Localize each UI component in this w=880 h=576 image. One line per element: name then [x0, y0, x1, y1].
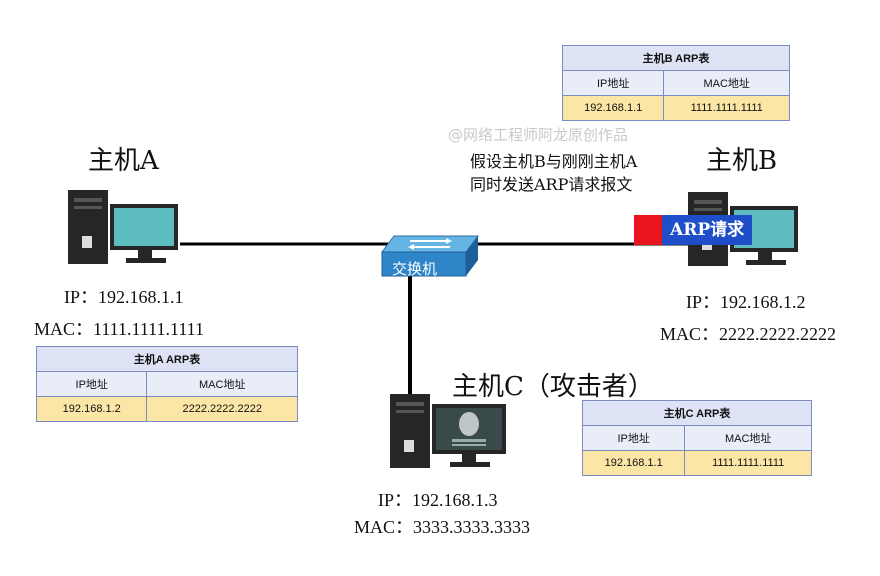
arp-table-title: 主机B ARP表 — [562, 45, 790, 71]
scenario-note-line2: 同时发送ARP请求报文 — [470, 175, 633, 194]
watermark: @网络工程师阿龙原创作品 — [448, 126, 629, 144]
packet-header — [634, 215, 662, 245]
arp-cell-mac: 2222.2222.2222 — [146, 396, 298, 422]
arp-col-mac: MAC地址 — [684, 425, 812, 451]
hacker-mask-icon — [459, 412, 479, 436]
host-a-computer-icon — [68, 190, 178, 264]
arp-col-ip: IP地址 — [581, 425, 686, 451]
host-b-ip: IP：192.168.1.2 — [686, 292, 806, 312]
arp-table-title: 主机C ARP表 — [582, 400, 812, 426]
scenario-note-line1: 假设主机B与刚刚主机A — [470, 152, 638, 171]
arp-cell-ip: 192.168.1.2 — [35, 396, 148, 422]
packet-label: ARP请求 — [662, 215, 753, 245]
arp-request-packet: ARP请求 — [634, 215, 753, 245]
arp-table-title: 主机A ARP表 — [36, 346, 298, 372]
switch-label: 交换机 — [392, 260, 438, 278]
host-c-computer-icon — [390, 394, 506, 468]
host-b-title: 主机B — [706, 146, 778, 176]
arp-cell-mac: 1111.1111.1111 — [684, 450, 812, 476]
arp-col-ip: IP地址 — [561, 70, 665, 96]
arp-cell-mac: 1111.1111.1111 — [663, 95, 790, 121]
host-b-mac: MAC：2222.2222.2222 — [660, 324, 837, 344]
arp-col-mac: MAC地址 — [663, 70, 790, 96]
host-c-ip: IP：192.168.1.3 — [378, 490, 498, 510]
host-c-mac: MAC：3333.3333.3333 — [354, 517, 531, 537]
switch-icon — [381, 235, 479, 277]
host-a-title: 主机A — [88, 146, 159, 176]
arp-col-mac: MAC地址 — [146, 371, 298, 397]
host-c-title: 主机C（攻击者） — [452, 372, 654, 402]
arp-cell-ip: 192.168.1.1 — [581, 450, 686, 476]
scenario-note: 假设主机B与刚刚主机A 同时发送ARP请求报文 — [470, 150, 637, 196]
arp-cell-ip: 192.168.1.1 — [561, 95, 665, 121]
host-a-mac: MAC：1111.1111.1111 — [34, 319, 204, 339]
host-a-ip: IP：192.168.1.1 — [64, 287, 184, 307]
arp-col-ip: IP地址 — [35, 371, 148, 397]
